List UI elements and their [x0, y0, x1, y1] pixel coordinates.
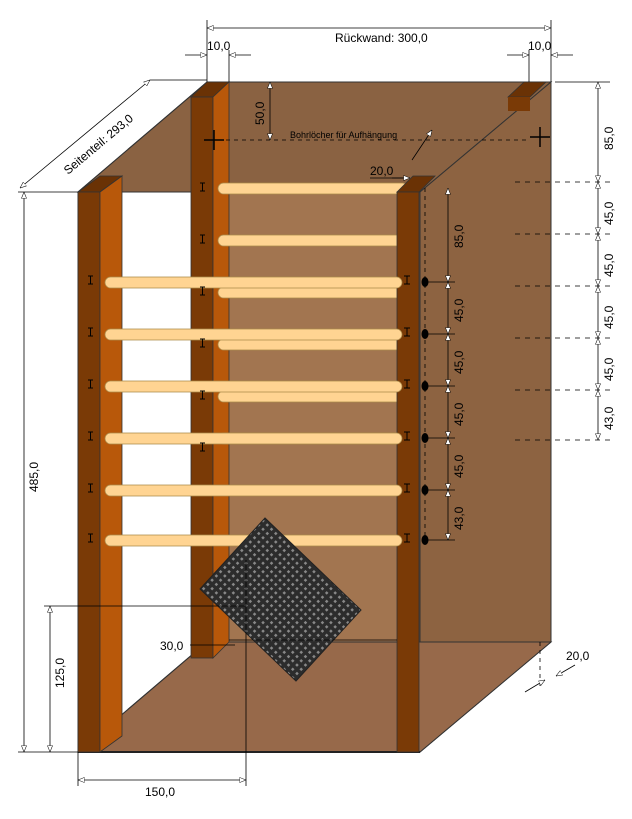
twenty-bottom-label: 20,0: [566, 649, 590, 663]
height-125-label: 125,0: [53, 658, 67, 688]
fifty-label: 50,0: [253, 101, 267, 125]
r45c-label: 45,0: [602, 305, 616, 329]
r43-label: 43,0: [602, 406, 616, 430]
eightyfive-right-label: 85,0: [602, 126, 616, 150]
rueckwand-label: Rückwand: 300,0: [335, 31, 428, 45]
bohrloecher-label: Bohrlöcher für Aufhängung: [290, 130, 397, 140]
back-post-left: [190, 96, 214, 659]
i45b-label: 45,0: [452, 350, 466, 374]
ten-left-label: 10,0: [207, 39, 231, 53]
twenty-top-label: 20,0: [370, 164, 394, 178]
thirty-label: 30,0: [160, 639, 184, 653]
r45b-label: 45,0: [602, 253, 616, 277]
front-posts: [76, 175, 436, 753]
i45c-label: 45,0: [452, 402, 466, 426]
back-posts: [189, 81, 548, 659]
screw-marks: [88, 182, 410, 543]
hanging-hole-marks: [204, 127, 550, 150]
i45d-label: 45,0: [452, 454, 466, 478]
i43-label: 43,0: [452, 506, 466, 530]
height-485-label: 485,0: [27, 462, 41, 492]
front-post-right: [396, 191, 420, 753]
dimension-lines: [18, 20, 610, 786]
r45d-label: 45,0: [602, 357, 616, 381]
ten-right-label: 10,0: [528, 39, 552, 53]
i45a-label: 45,0: [452, 298, 466, 322]
eightyfive-inner-label: 85,0: [452, 224, 466, 248]
r45a-label: 45,0: [602, 201, 616, 225]
width-150-label: 150,0: [145, 785, 175, 799]
